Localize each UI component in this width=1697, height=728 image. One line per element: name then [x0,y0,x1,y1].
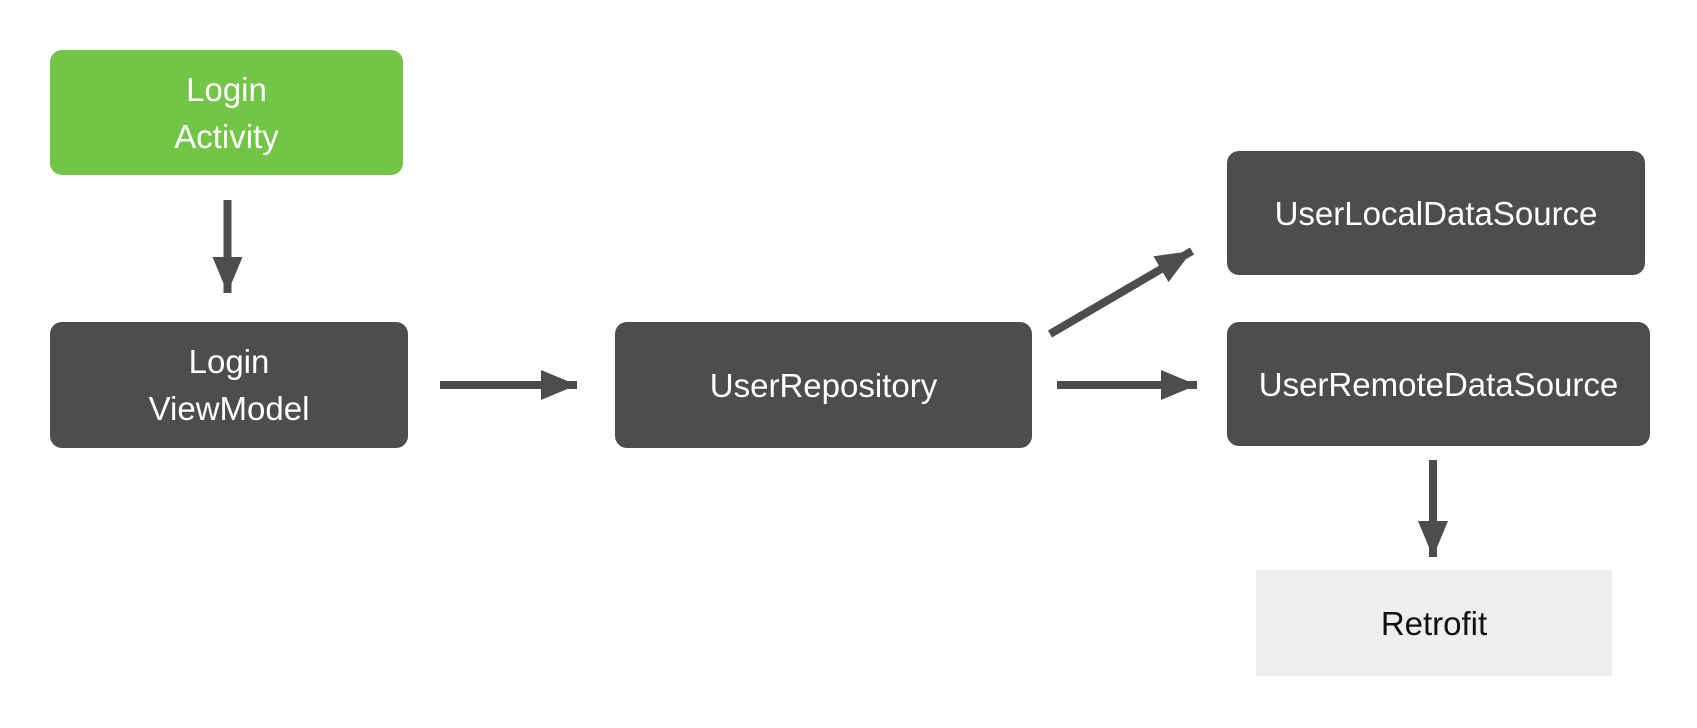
login-activity-label-line2: Activity [174,117,279,155]
retrofit-label: Retrofit [1380,604,1488,642]
node-login-viewmodel: Login ViewModel [50,322,408,448]
arrow-repository-to-localdatasource [1047,247,1195,338]
user-local-datasource-label: UserLocalDataSource [1274,194,1598,232]
node-user-local-datasource: UserLocalDataSource [1227,151,1645,275]
user-remote-datasource-label: UserRemoteDataSource [1258,365,1619,403]
login-activity-label-line1: Login [186,70,267,108]
user-repository-label: UserRepository [709,366,938,404]
node-login-activity: Login Activity [50,50,403,175]
login-viewmodel-label-line2: ViewModel [148,390,310,427]
node-user-remote-datasource: UserRemoteDataSource [1227,322,1650,446]
node-retrofit: Retrofit [1256,570,1612,676]
login-viewmodel-label-line1: Login [188,343,270,380]
node-user-repository: UserRepository [615,322,1032,448]
